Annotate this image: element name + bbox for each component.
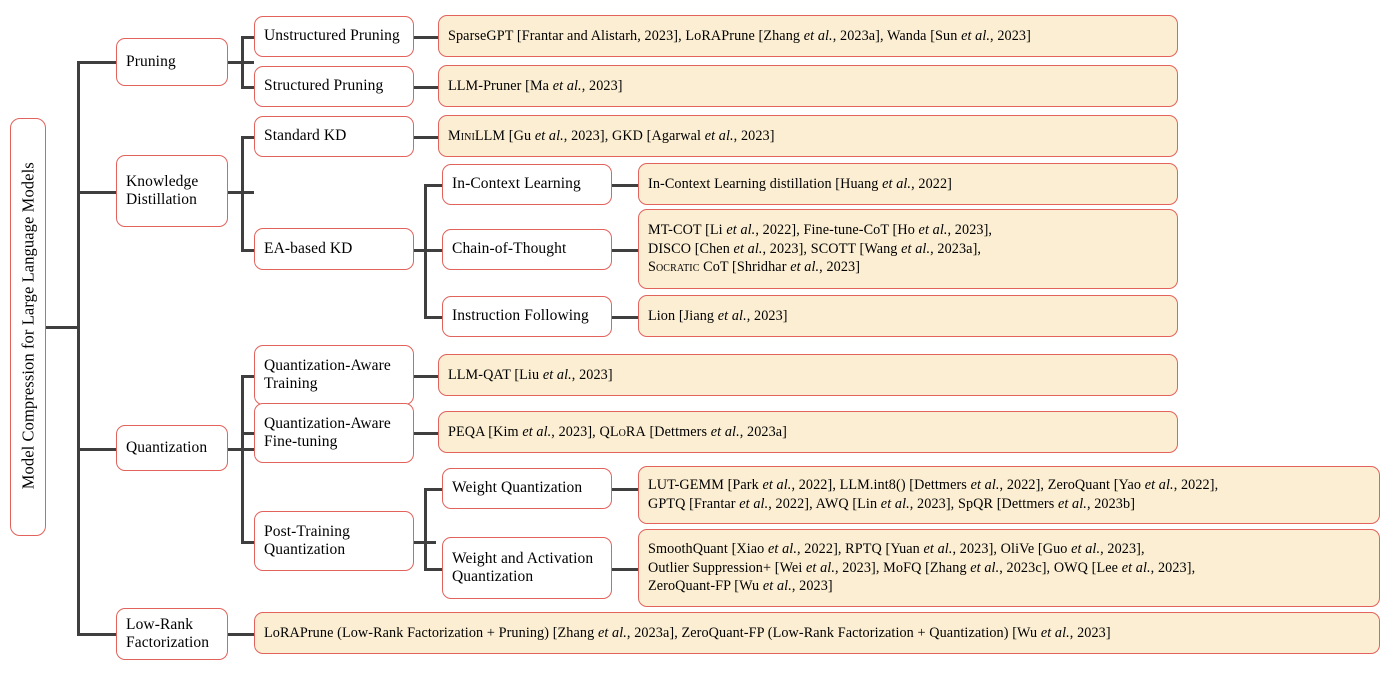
subcategory-weight-quantization[interactable]: Weight Quantization [442,468,612,509]
references-weight-and-activation-quantization[interactable]: SmoothQuant [Xiao et al., 2022], RPTQ [Y… [638,529,1380,607]
connector-lrf-to-refs [228,633,254,636]
subcategory-instruction-following[interactable]: Instruction Following [442,296,612,337]
references-unstructured-pruning[interactable]: SparseGPT [Frantar and Alistarh, 2023], … [438,15,1178,57]
root-node-model-compression[interactable]: Model Compression for Large Language Mod… [10,118,46,536]
references-quantization-aware-finetuning-text: PEQA [Kim et al., 2023], QLoRA [Dettmers… [448,423,788,440]
subcategory-instruction-following-label: Instruction Following [452,307,589,325]
subcategory-ea-based-kd-label: EA-based KD [264,239,353,257]
connector-ptq-split [424,488,427,570]
connector-ea-to-cot [424,249,442,252]
connector-qaft-to-refs [414,432,438,435]
category-quantization-label: Quantization [126,438,208,456]
connector-ea-to-icl [424,184,442,187]
references-quantization-aware-finetuning[interactable]: PEQA [Kim et al., 2023], QLoRA [Dettmers… [438,411,1178,453]
connector-kd-to-standard [241,136,255,139]
subcategory-chain-of-thought[interactable]: Chain-of-Thought [442,229,612,270]
connector-pruning-split [241,36,244,88]
references-weight-quantization[interactable]: LUT-GEMM [Park et al., 2022], LLM.int8()… [638,466,1380,524]
connector-ea-to-if [424,316,442,319]
references-in-context-learning-text: In-Context Learning distillation [Huang … [648,175,952,192]
subcategory-structured-pruning[interactable]: Structured Pruning [254,66,414,107]
connector-trunk-to-pruning [77,61,117,64]
references-standard-kd-text: MiniLLM [Gu et al., 2023], GKD [Agarwal … [448,127,775,144]
connector-pruning-to-structured [241,86,255,89]
subcategory-chain-of-thought-label: Chain-of-Thought [452,240,567,258]
references-weight-quantization-text: LUT-GEMM [Park et al., 2022], LLM.int8()… [648,477,1219,512]
references-quantization-aware-training[interactable]: LLM-QAT [Liu et al., 2023] [438,354,1178,396]
subcategory-in-context-learning-label: In-Context Learning [452,175,581,193]
connector-quantization-split [241,375,244,543]
connector-structured-to-refs [414,86,438,89]
references-structured-pruning[interactable]: LLM-Pruner [Ma et al., 2023] [438,65,1178,107]
references-in-context-learning[interactable]: In-Context Learning distillation [Huang … [638,163,1178,205]
subcategory-structured-pruning-label: Structured Pruning [264,77,384,95]
subcategory-standard-kd-label: Standard KD [264,127,347,145]
subcategory-ea-based-kd[interactable]: EA-based KD [254,228,414,270]
subcategory-unstructured-pruning-label: Unstructured Pruning [264,27,400,45]
connector-root-to-trunk [46,326,79,329]
references-chain-of-thought-text: MT-COT [Li et al., 2022], Fine-tune-CoT … [648,221,993,276]
connector-quant-to-ptq [241,541,255,544]
connector-kd-split [241,136,244,251]
references-low-rank-factorization-text: LoRAPrune (Low-Rank Factorization + Prun… [264,624,1111,641]
references-unstructured-pruning-text: SparseGPT [Frantar and Alistarh, 2023], … [448,27,1031,44]
references-chain-of-thought[interactable]: MT-COT [Li et al., 2022], Fine-tune-CoT … [638,209,1178,289]
connector-wq-to-refs [612,488,638,491]
references-instruction-following-text: Lion [Jiang et al., 2023] [648,307,788,324]
references-instruction-following[interactable]: Lion [Jiang et al., 2023] [638,295,1178,337]
connector-quant-to-qat [241,375,255,378]
references-low-rank-factorization[interactable]: LoRAPrune (Low-Rank Factorization + Prun… [254,612,1380,654]
connector-trunk-to-lrf [77,633,117,636]
connector-trunk-to-kd [77,191,117,194]
connector-waq-to-refs [612,568,638,571]
connector-trunk-to-quantization [77,448,117,451]
connector-pruning-to-unstructured [241,36,255,39]
connector-if-to-refs [612,316,638,319]
references-quantization-aware-training-text: LLM-QAT [Liu et al., 2023] [448,366,613,383]
category-pruning-label: Pruning [126,52,176,70]
subcategory-in-context-learning[interactable]: In-Context Learning [442,164,612,205]
connector-standardkd-to-refs [414,136,438,139]
category-pruning[interactable]: Pruning [116,38,228,86]
connector-main-trunk [77,62,80,635]
references-standard-kd[interactable]: MiniLLM [Gu et al., 2023], GKD [Agarwal … [438,115,1178,157]
subcategory-unstructured-pruning[interactable]: Unstructured Pruning [254,16,414,57]
subcategory-weight-quantization-label: Weight Quantization [452,479,583,497]
references-structured-pruning-text: LLM-Pruner [Ma et al., 2023] [448,77,623,94]
connector-unstructured-to-refs [414,36,438,39]
connector-qat-to-refs [414,375,438,378]
category-quantization[interactable]: Quantization [116,425,228,471]
connector-icl-to-refs [612,184,638,187]
connector-ptq-to-wq [424,488,442,491]
subcategory-standard-kd[interactable]: Standard KD [254,116,414,157]
connector-quant-to-qaft [241,432,255,435]
connector-cot-to-refs [612,249,638,252]
connector-ptq-to-waq [424,568,442,571]
references-weight-and-activation-quantization-text: SmoothQuant [Xiao et al., 2022], RPTQ [Y… [648,540,1196,595]
connector-kd-to-ea [241,249,255,252]
root-node-label: Model Compression for Large Language Mod… [18,162,38,490]
